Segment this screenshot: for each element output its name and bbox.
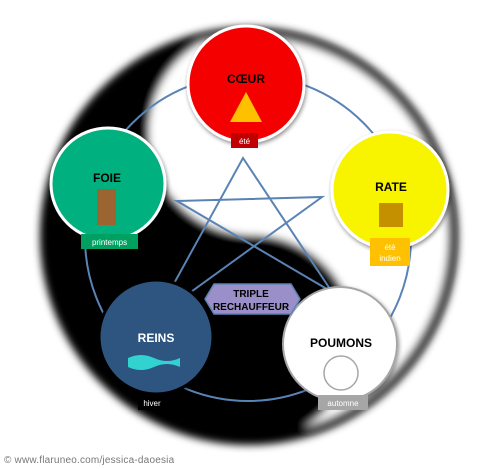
coeur-label: CŒUR [227,72,265,86]
watermark-credit: © www.flaruneo.com/jessica-daoesia [4,455,175,466]
reins-circle [97,278,215,396]
reins-label: REINS [138,331,175,345]
foie-season-label: printemps [92,238,127,247]
metal-circle-icon [323,355,359,391]
yin-dot [218,304,286,372]
triple-rechauffeur[interactable]: TRIPLE RECHAUFFEUR [204,283,301,315]
rate-season: été indien [370,238,410,266]
foie-season-badge [81,234,138,249]
poumons-element[interactable]: POUMONS [282,286,398,402]
reins-season-badge [138,395,166,410]
poumons-season-badge [318,395,368,410]
wood-rectangle-icon [97,189,116,225]
triple-rechauffeur-line1: TRIPLE [233,289,269,300]
coeur-season-badge [231,133,258,148]
earth-square-icon [379,203,403,227]
rate-season-line1: été [384,243,396,252]
poumons-label: POUMONS [310,336,372,350]
rate-season-line2: indien [379,254,400,263]
foie-label: FOIE [93,171,121,185]
poumons-season: automne [318,395,368,410]
foie-element[interactable]: FOIE [49,126,167,242]
rate-season-badge [370,238,410,266]
rate-label: RATE [375,180,407,194]
reins-season: hiver [138,395,166,410]
coeur-element[interactable]: CŒUR [186,24,306,144]
coeur-season: été [231,133,258,148]
triple-rechauffeur-hexagon [204,283,301,315]
foie-season: printemps [81,234,138,249]
fire-triangle-icon [230,92,262,122]
reins-season-label: hiver [143,399,161,408]
rate-element[interactable]: RATE [330,130,450,250]
water-wave-icon [128,355,180,370]
poumons-season-label: automne [327,399,359,408]
coeur-season-label: été [239,137,251,146]
reins-element[interactable]: REINS [97,278,215,396]
triple-rechauffeur-line2: RECHAUFFEUR [213,302,290,313]
